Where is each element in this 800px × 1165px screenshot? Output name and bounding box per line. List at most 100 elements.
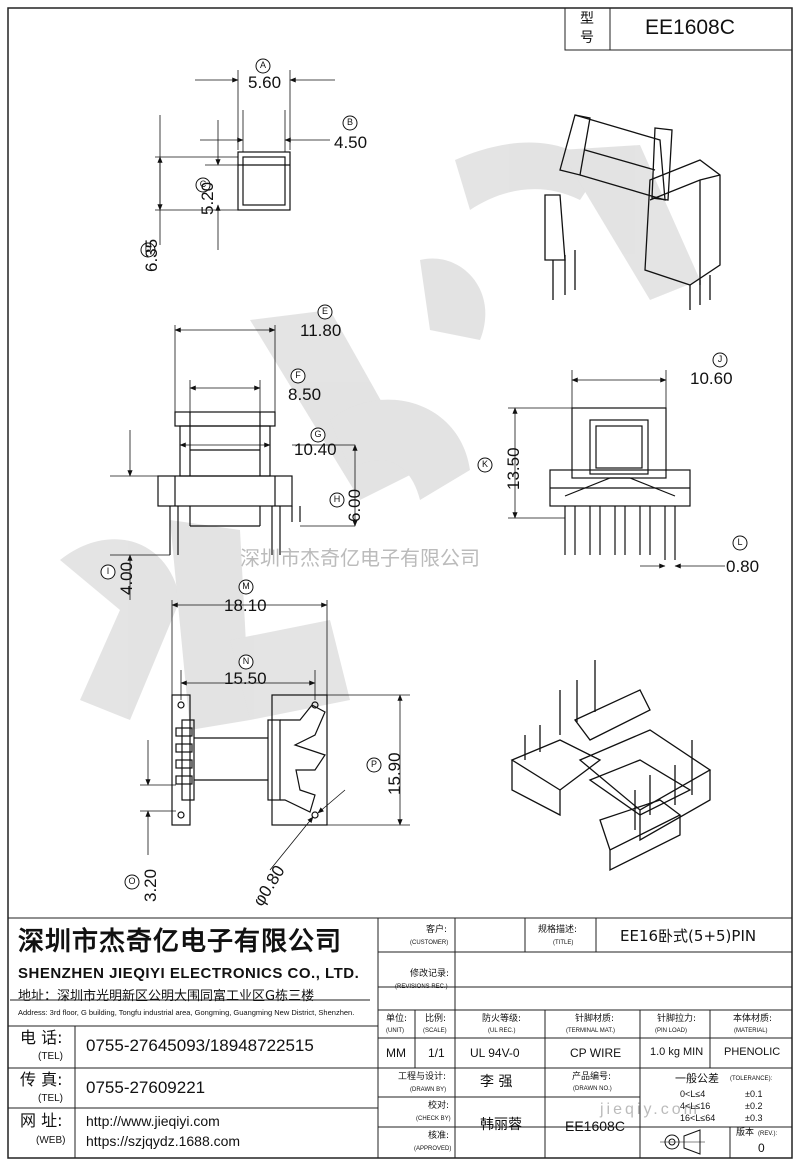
company-address-cn: 地址：深圳市光明新区公明大围同富工业区G栋三楼 [18, 989, 315, 1004]
tol-range-3: 16<L≤64 [680, 1113, 716, 1123]
scale-label-en: (SCALE) [423, 1028, 447, 1034]
dim-value-H: 6.00 [345, 488, 364, 522]
customer-label-cn: 客户: [426, 925, 448, 935]
approved-label-cn: 核准: [428, 1131, 450, 1141]
rev-label-cn: 版本 [736, 1128, 755, 1138]
scale-label-cn: 比例: [425, 1014, 447, 1024]
model-label-line2: 号 [580, 30, 594, 46]
check-value: 韩丽蓉 [480, 1117, 522, 1133]
company-name-en: SHENZHEN JIEQIYI ELECTRONICS CO., LTD. [18, 965, 360, 982]
pinload-label-en: (PIN LOAD) [655, 1028, 688, 1034]
dim-letter-F: F [295, 370, 301, 380]
unit-label-cn: 单位: [386, 1014, 408, 1024]
tol-value-1: ±0.1 [745, 1089, 763, 1099]
view-top-small [155, 70, 335, 250]
tel-label-cn: 电 话: [20, 1028, 63, 1047]
dim-letter-circles [100, 58, 748, 890]
dim-letter-G: G [314, 429, 322, 439]
terminal-label-cn: 针脚材质: [575, 1014, 615, 1024]
model-box [564, 7, 793, 51]
dim-value-A: 5.60 [248, 73, 282, 92]
view-3d-top [544, 114, 721, 310]
material-value: PHENOLIC [724, 1046, 781, 1058]
company-name-cn: 深圳市杰奇亿电子有限公司 [18, 927, 343, 957]
view-front [110, 325, 358, 600]
rev-rec-label-cn: 修改记录: [410, 969, 450, 979]
check-label-cn: 校对: [428, 1101, 450, 1111]
view-side [508, 370, 725, 569]
dim-value-P: 15.90 [385, 752, 404, 795]
dim-letter-A: A [259, 60, 266, 70]
dim-value-D: 6.35 [142, 238, 161, 272]
tel-label-en: (TEL) [38, 1051, 63, 1062]
unit-label-en: (UNIT) [386, 1028, 404, 1034]
web-link-1[interactable]: http://www.jieqiyi.com [86, 1113, 220, 1129]
pinload-label-cn: 针脚拉力: [657, 1014, 697, 1024]
pinload-value: 1.0 kg MIN [650, 1046, 704, 1058]
dim-value-E: 11.80 [300, 321, 342, 340]
projection-symbol [660, 1129, 705, 1155]
dim-value-J: 10.60 [690, 369, 733, 388]
dim-letter-P: P [370, 759, 377, 769]
dim-value-B: 4.50 [334, 133, 368, 152]
tol-value-3: ±0.3 [745, 1113, 763, 1123]
dim-letter-E: E [321, 306, 328, 316]
fax-value: 0755-27609221 [86, 1078, 206, 1097]
dim-value-I: 4.00 [117, 561, 136, 595]
dim-value-N: 15.50 [224, 669, 267, 688]
dim-letter-H: H [333, 494, 341, 504]
dim-value-L: 0.80 [726, 557, 760, 576]
ul-value: UL 94V-0 [470, 1046, 520, 1060]
dim-value-G: 10.40 [294, 440, 337, 459]
fax-label-cn: 传 真: [20, 1070, 63, 1089]
model-value: EE1608C [645, 16, 735, 39]
ul-label-en: (UL REC.) [488, 1028, 516, 1034]
dim-value-F: 8.50 [288, 385, 322, 404]
material-label-en: (MATERIAL) [734, 1028, 768, 1034]
terminal-label-en: (TERMINAL MAT.) [566, 1028, 615, 1034]
watermark-logo [60, 142, 700, 730]
drawn-value: 李 强 [480, 1074, 513, 1090]
ul-label-cn: 防火等级: [482, 1014, 522, 1024]
model-label-line1: 型 [580, 11, 594, 27]
drawing-no-value: EE1608C [565, 1118, 625, 1134]
dim-letter-L: L [737, 537, 743, 547]
title-label-en: (TITLE) [553, 940, 574, 946]
rev-value: 0 [758, 1141, 765, 1155]
material-label-cn: 本体材质: [733, 1014, 773, 1024]
check-label-en: (CHECK BY) [416, 1116, 451, 1122]
watermark-url: jieqiy.com [600, 1101, 700, 1118]
scale-value: 1/1 [428, 1046, 445, 1060]
approved-label-en: (APPROVED) [414, 1146, 452, 1152]
dim-letter-K: K [481, 459, 488, 469]
tel-value: 0755-27645093/18948722515 [86, 1036, 314, 1055]
company-address-en: Address: 3rd floor, G building, Tongfu i… [18, 1008, 355, 1017]
dim-letter-D: D [144, 244, 152, 254]
drawing-no-label-cn: 产品编号: [572, 1072, 612, 1082]
dim-value-K: 13.50 [504, 447, 523, 490]
tol-value-2: ±0.2 [745, 1101, 763, 1111]
dim-value-C: 5.20 [198, 181, 217, 215]
unit-value: MM [386, 1046, 406, 1060]
watermark-text: 深圳市杰奇亿电子有限公司 [240, 546, 480, 570]
tol-range-1: 0<L≤4 [680, 1089, 706, 1099]
customer-label-en: (CUSTOMER) [410, 940, 449, 946]
rev-label-en: (REV.): [758, 1131, 778, 1137]
drawn-label-en: (DRAWN BY) [410, 1087, 447, 1093]
web-link-2[interactable]: https://szjqydz.1688.com [86, 1133, 241, 1149]
terminal-value: CP WIRE [570, 1046, 622, 1060]
view-bottom [140, 600, 410, 871]
dim-letter-B: B [346, 117, 353, 127]
drawn-label-cn: 工程与设计: [398, 1072, 447, 1082]
tol-range-2: 4<L≤16 [680, 1101, 711, 1111]
dim-letter-N: N [242, 656, 250, 666]
web-label-cn: 网 址: [20, 1111, 63, 1130]
dim-value-O: 3.20 [141, 868, 160, 902]
dim-letter-O: O [128, 876, 136, 886]
dim-letter-C: C [199, 179, 207, 189]
fax-label-en: (TEL) [38, 1093, 63, 1104]
title-label-cn: 规格描述: [538, 925, 578, 935]
web-label-en: (WEB) [36, 1135, 66, 1146]
